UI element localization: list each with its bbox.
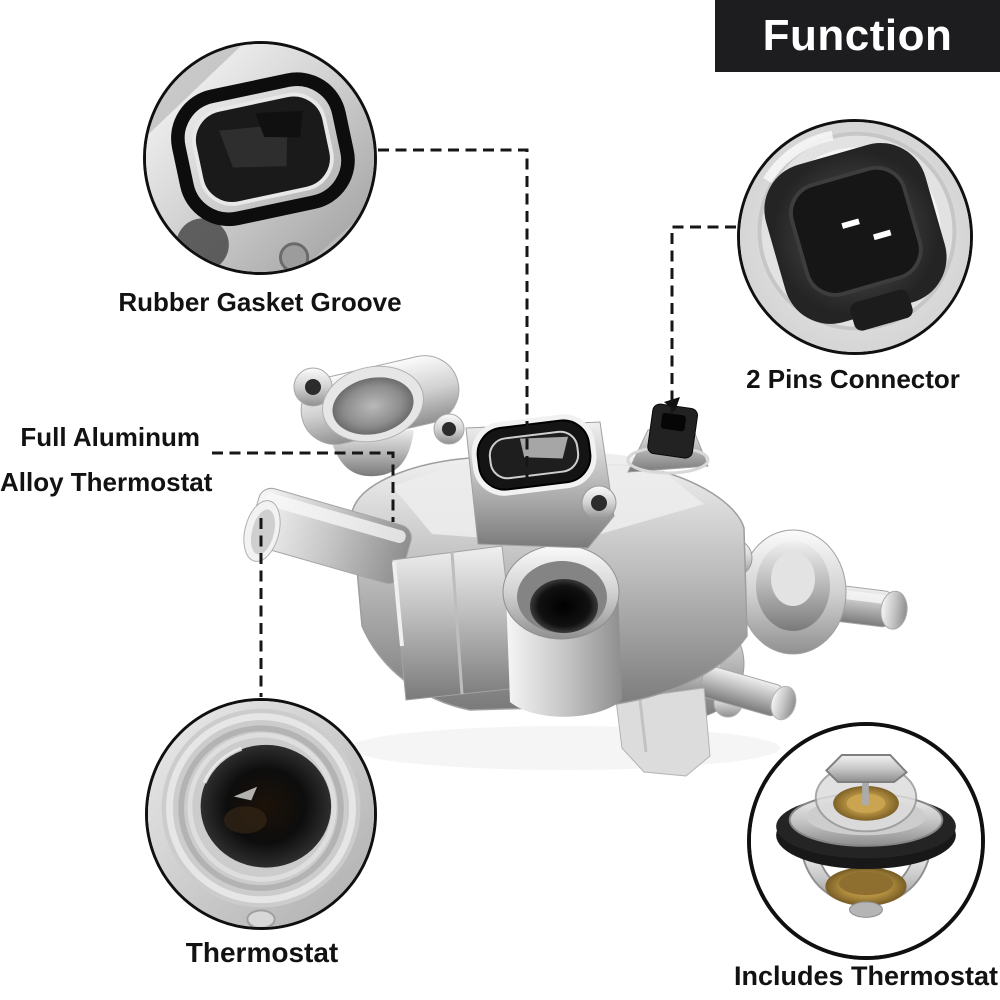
product-shadow bbox=[350, 726, 780, 770]
includes-thermostat-label: Includes Thermostat bbox=[733, 961, 999, 991]
includes-thermostat-inset-photo bbox=[747, 722, 985, 960]
mounting-bracket bbox=[615, 687, 711, 777]
thermostat-inset-photo bbox=[145, 698, 377, 930]
rubber-gasket-inset-photo bbox=[143, 41, 377, 275]
full-aluminum-label-line1: Full Aluminum bbox=[20, 422, 200, 452]
bolt-boss-center bbox=[581, 485, 617, 521]
center-tube bbox=[502, 544, 622, 717]
rubber-gasket-label: Rubber Gasket Groove bbox=[118, 287, 402, 317]
function-banner-label: Function bbox=[762, 11, 953, 60]
full-aluminum-label-line2: Alloy Thermostat bbox=[0, 467, 213, 497]
pins-connector-label: 2 Pins Connector bbox=[746, 364, 960, 394]
pins-connector-inset-photo bbox=[737, 119, 973, 355]
sensor-connector bbox=[626, 397, 710, 475]
lower-right-pipe bbox=[698, 665, 797, 721]
thermostat-label: Thermostat bbox=[185, 937, 339, 968]
right-dome-flange bbox=[739, 529, 847, 655]
left-box-section bbox=[391, 545, 519, 701]
full-aluminum-label: Full Aluminum Alloy Thermostat bbox=[0, 415, 213, 505]
top-flange bbox=[293, 355, 465, 477]
gasket-port bbox=[465, 414, 615, 549]
function-banner: Function bbox=[715, 0, 1000, 72]
